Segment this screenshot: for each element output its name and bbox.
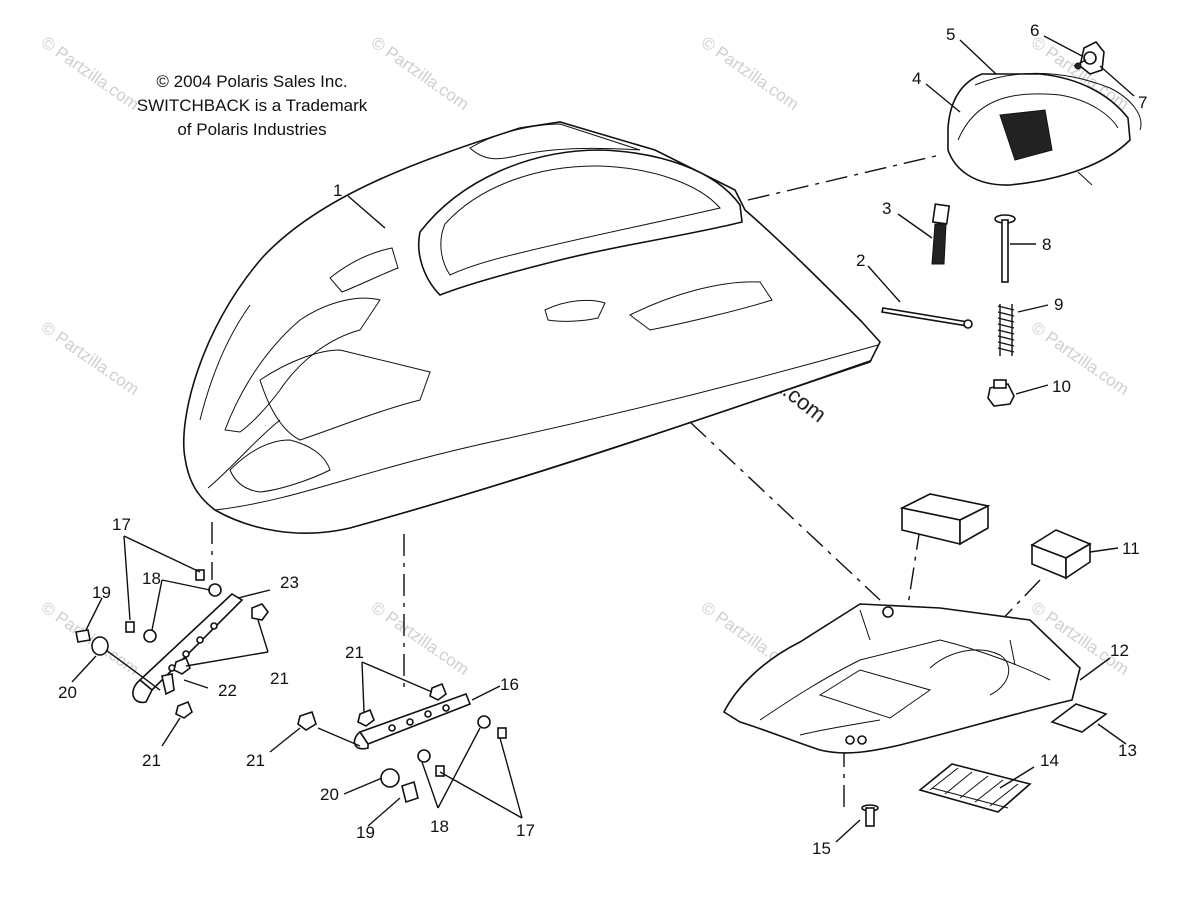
screw-15 — [861, 804, 879, 827]
callout-15: 15 — [812, 839, 831, 858]
callout-10: 10 — [1052, 377, 1071, 396]
svg-text:© Partzilla.com: © Partzilla.com — [698, 33, 803, 114]
callout-1: 1 — [333, 181, 342, 200]
windshield — [947, 72, 1142, 186]
callout-20a: 20 — [58, 683, 77, 702]
callout-7: 7 — [1138, 93, 1147, 112]
callout-4: 4 — [912, 69, 921, 88]
svg-text:© Partzilla.com: © Partzilla.com — [38, 318, 143, 399]
callout-19b: 19 — [356, 823, 375, 842]
windshield-screw — [1073, 40, 1105, 75]
callout-8: 8 — [1042, 235, 1051, 254]
callout-21b: 21 — [142, 751, 161, 770]
hardware-right — [297, 682, 507, 804]
callout-2: 2 — [856, 251, 865, 270]
callout-20b: 20 — [320, 785, 339, 804]
svg-text:© Partzilla.com: © Partzilla.com — [368, 598, 473, 679]
callout-16: 16 — [500, 675, 519, 694]
callout-21c: 21 — [345, 643, 364, 662]
hood — [182, 121, 881, 534]
callout-11: 11 — [1122, 539, 1140, 558]
callout-13: 13 — [1118, 741, 1137, 760]
callout-14: 14 — [1040, 751, 1059, 770]
callout-5: 5 — [946, 25, 955, 44]
callout-18a: 18 — [142, 569, 161, 588]
callout-3: 3 — [882, 199, 891, 218]
callout-9: 9 — [1054, 295, 1063, 314]
decal — [1050, 703, 1108, 733]
belly-pan — [722, 603, 1081, 754]
callout-21a: 21 — [270, 669, 289, 688]
copyright-line: © 2004 Polaris Sales Inc. — [156, 72, 348, 91]
knob — [987, 379, 1015, 407]
callout-17a: 17 — [112, 515, 131, 534]
grille — [918, 763, 1032, 813]
trademark-owner-line: of Polaris Industries — [177, 120, 327, 139]
trademark-line: SWITCHBACK is a Trademark — [136, 96, 368, 115]
callout-numbers: 1 2 3 4 5 6 7 8 9 10 11 12 13 14 15 16 1… — [58, 21, 1147, 858]
bracket-right — [353, 692, 472, 750]
rod — [881, 307, 969, 327]
callout-12: 12 — [1110, 641, 1129, 660]
foam-blocks — [899, 493, 1092, 580]
copyright-notice: © 2004 Polaris Sales Inc. SWITCHBACK is … — [118, 70, 386, 142]
strap — [931, 203, 951, 265]
callout-18b: 18 — [430, 817, 449, 836]
callout-23: 23 — [280, 573, 299, 592]
callout-22: 22 — [218, 681, 237, 700]
callout-19a: 19 — [92, 583, 111, 602]
spring — [997, 304, 1015, 356]
pin — [994, 214, 1016, 283]
callout-6: 6 — [1030, 21, 1039, 40]
callout-17b: 17 — [516, 821, 535, 840]
leader-lines — [71, 35, 1135, 843]
hardware-left — [75, 569, 269, 719]
callout-21d: 21 — [246, 751, 265, 770]
